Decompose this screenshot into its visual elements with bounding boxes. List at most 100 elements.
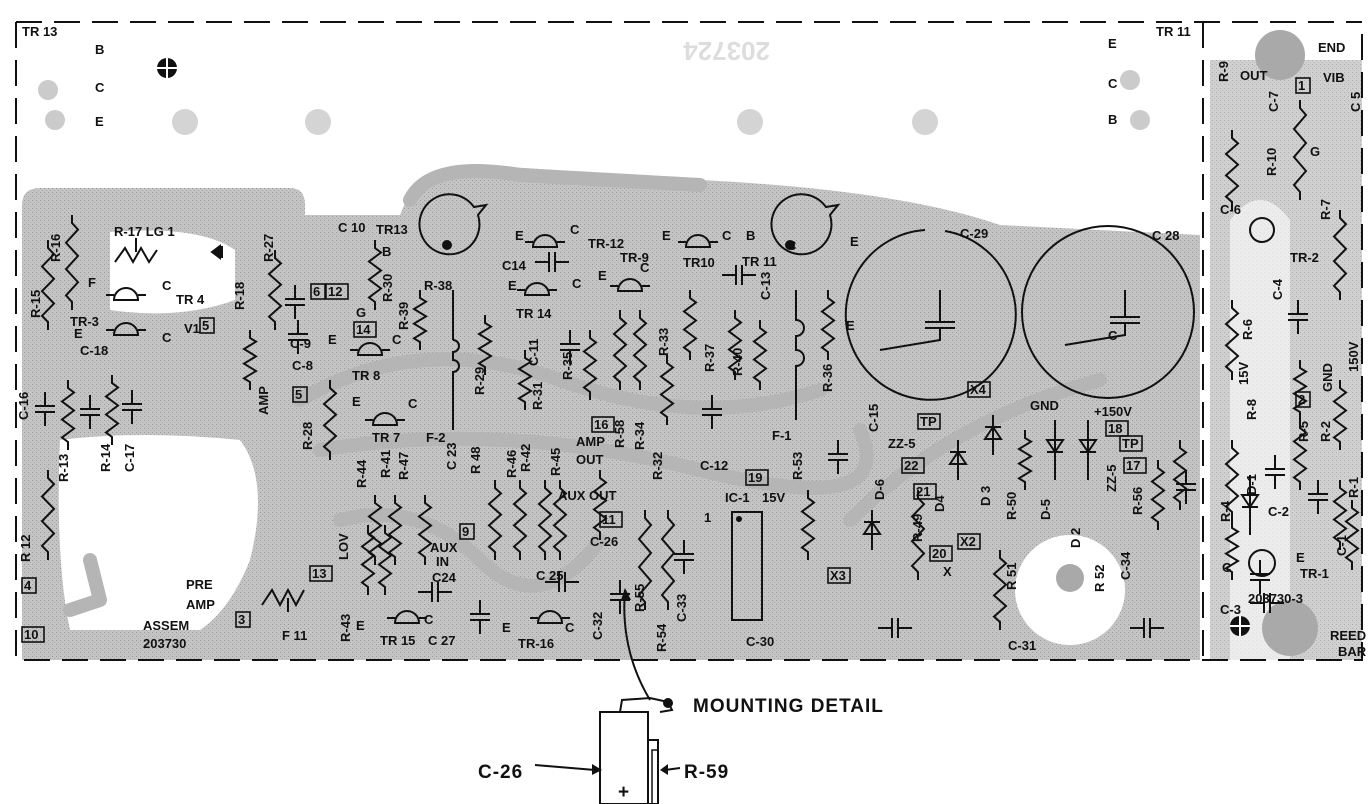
component-label: C-2: [1268, 504, 1289, 519]
component-label: R-15: [28, 290, 43, 318]
component-label: C-4: [1270, 278, 1285, 300]
capacitor-symbol: [878, 618, 912, 638]
component-label: C-8: [292, 358, 313, 373]
resistor-symbol: [1017, 430, 1033, 490]
component-label: R-10: [1264, 148, 1279, 176]
capacitor-c29: [844, 229, 1017, 401]
transistor-symbol: [517, 282, 557, 296]
component-label: ZZ-5: [1104, 465, 1119, 492]
badge-label: 12: [328, 284, 342, 299]
resistor-symbol: [1224, 440, 1240, 520]
badge-label: 3: [238, 612, 245, 627]
component-label: R-54: [654, 623, 669, 652]
component-label: G: [356, 305, 366, 320]
component-label: C: [1222, 560, 1232, 575]
component-label: R-17 LG 1: [114, 224, 175, 239]
component-label: R-43: [338, 614, 353, 642]
transistor-symbol: [106, 287, 146, 301]
capacitor-symbol: [80, 395, 100, 429]
capacitor-symbol: [35, 392, 55, 426]
component-label: F: [88, 275, 96, 290]
resistor-symbol: [487, 480, 503, 560]
watermark-number: 203724: [683, 36, 770, 66]
component-label: C 10: [338, 220, 365, 235]
resistor-symbol: [820, 290, 836, 360]
component-label: R-31: [530, 382, 545, 410]
test-point-badge: [591, 416, 615, 433]
test-point-badge: [353, 321, 377, 338]
test-point-badge: [929, 545, 953, 562]
arrow-c26: [534, 764, 596, 771]
component-label: C-9: [290, 336, 311, 351]
component-label: B: [95, 42, 104, 57]
component-label: C-32: [590, 612, 605, 640]
component-label: AUX: [430, 540, 458, 555]
board-outline: [15, 21, 1363, 661]
component-label: R-56: [1130, 487, 1145, 515]
component-label: TR-16: [518, 636, 554, 651]
badge-label: 6: [313, 284, 320, 299]
component-label: C-1: [1334, 535, 1349, 556]
capacitor-symbol: [1176, 470, 1196, 504]
component-label: TR13: [376, 222, 408, 237]
badge-label: 16: [594, 417, 608, 432]
component-label: E: [352, 394, 361, 409]
resistor-symbol: [660, 510, 676, 610]
component-label: C-30: [746, 634, 774, 649]
test-point-badge: [310, 283, 326, 300]
resistor-symbol: [40, 470, 56, 560]
capacitor-symbol: [610, 580, 630, 614]
capacitor-symbol: [828, 440, 848, 474]
component-label: R-28: [300, 422, 315, 450]
component-label: R-47: [396, 452, 411, 480]
capacitor-symbol: [418, 582, 452, 602]
resistor-symbol: [659, 355, 675, 425]
capacitor-symbol: [1250, 593, 1284, 613]
component-label: GND: [1030, 398, 1059, 413]
badge-label: 22: [904, 458, 918, 473]
badge-label: 17: [1126, 458, 1140, 473]
test-point-badge: [1295, 77, 1311, 94]
resistor-symbol: [1150, 460, 1166, 530]
component-label: F 11: [282, 628, 307, 643]
component-label: C 25: [536, 568, 563, 583]
resistor-symbol: [60, 380, 76, 450]
component-label: C: [424, 612, 434, 627]
component-label: C: [570, 222, 580, 237]
component-label: R-36: [820, 364, 835, 392]
component-label: R-14: [98, 443, 113, 472]
r59-inner: [651, 749, 659, 804]
component-label: R-33: [656, 328, 671, 356]
traces: [63, 163, 1107, 617]
resistor-symbol: [1172, 440, 1188, 510]
component-label: E: [95, 114, 104, 129]
component-label: TR-2: [1290, 250, 1319, 265]
resistor-symbol: [632, 310, 648, 390]
test-point-badge: [199, 317, 215, 334]
component-label: G: [1310, 144, 1320, 159]
diode-symbol: [948, 440, 968, 480]
component-label: TR10: [683, 255, 715, 270]
resistor-symbol: [612, 310, 628, 390]
resistor-symbol: [517, 350, 533, 410]
component-label: R-42: [518, 444, 533, 472]
diode-symbol: [983, 415, 1003, 455]
resistor-symbol: [727, 310, 743, 380]
capacitor-symbol: [470, 600, 490, 634]
component-label: R-41: [378, 450, 393, 478]
resistor-symbol: [477, 315, 493, 375]
component-label: R-30: [380, 274, 395, 302]
test-point-badge: [1123, 457, 1147, 474]
led-lg1-icon: [210, 244, 223, 260]
component-label: C: [392, 332, 402, 347]
capacitor-symbol: [1250, 560, 1270, 594]
component-label: R-34: [632, 421, 647, 450]
resistor-symbol: [592, 470, 608, 540]
component-label: C: [408, 396, 418, 411]
fuse-f1: [795, 290, 805, 420]
resistor-symbol: [377, 525, 393, 595]
component-label: C-7: [1266, 91, 1281, 112]
resistor-symbol: [582, 330, 598, 400]
test-point-badge: [957, 533, 981, 550]
mounting-detail-title: MOUNTING DETAIL: [693, 696, 884, 717]
